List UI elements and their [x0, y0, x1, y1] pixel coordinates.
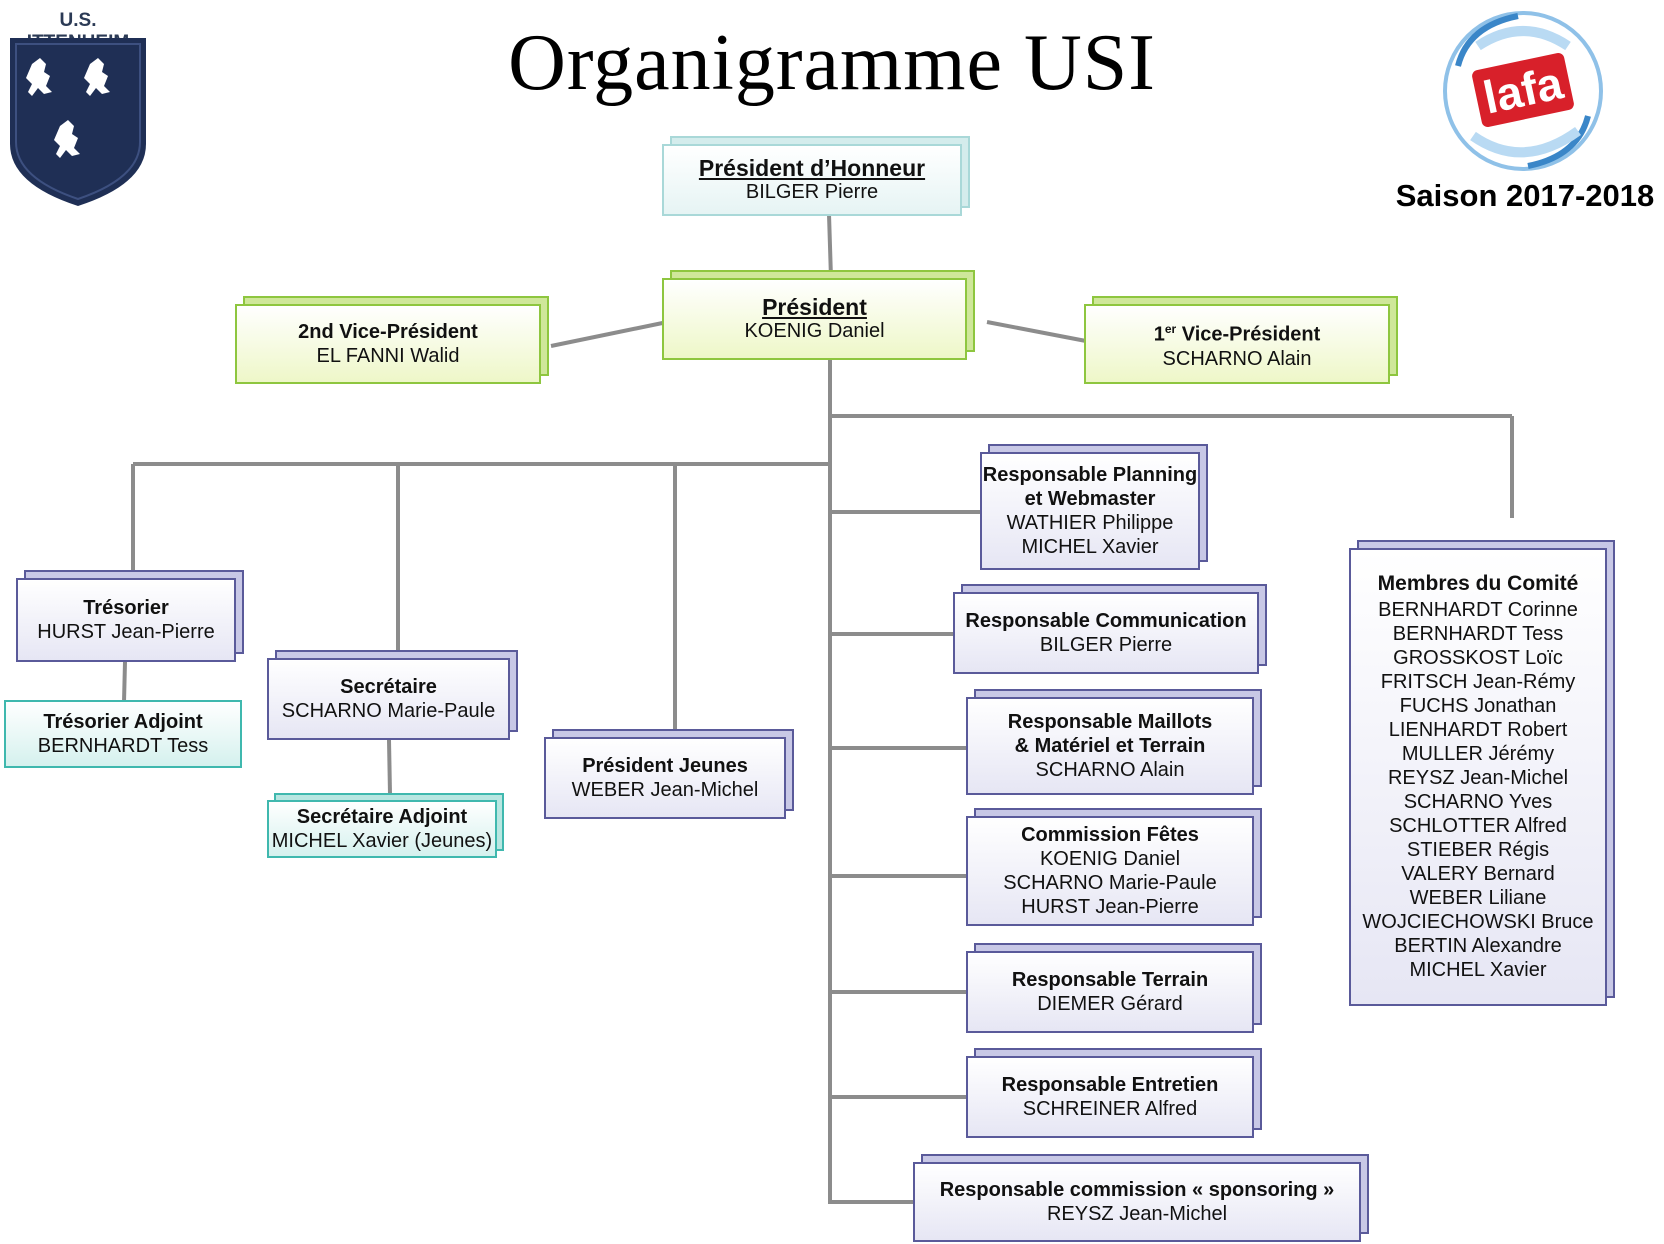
terrain-box: Responsable Terrain DIEMER Gérard	[966, 951, 1254, 1033]
treasurer-box: Trésorier HURST Jean-Pierre	[16, 578, 236, 662]
secretary-adjoint-name: MICHEL Xavier (Jeunes)	[271, 830, 493, 852]
communication-role: Responsable Communication	[965, 610, 1247, 632]
committee-member: FRITSCH Jean-Rémy	[1380, 671, 1576, 693]
club-logo: U.S. ITTENHEIM	[8, 10, 148, 206]
committee-member: VALERY Bernard	[1401, 863, 1555, 885]
terrain-name: DIEMER Gérard	[1037, 993, 1183, 1015]
committee-member: LIENHARDT Robert	[1388, 719, 1568, 741]
terrain-role: Responsable Terrain	[1011, 969, 1209, 991]
committee-member: BERNHARDT Corinne	[1378, 599, 1578, 621]
treasurer-adjoint-role: Trésorier Adjoint	[43, 711, 203, 733]
president-name: KOENIG Daniel	[744, 320, 885, 342]
sponsoring-role: Responsable commission « sponsoring »	[939, 1179, 1335, 1201]
honorary-president-name: BILGER Pierre	[745, 181, 879, 203]
committee-member: MULLER Jérémy	[1401, 743, 1555, 765]
committee-member: WEBER Liliane	[1409, 887, 1547, 909]
president-role: Président	[762, 294, 867, 320]
maillots-name: SCHARNO Alain	[1035, 759, 1185, 781]
entretien-name: SCHREINER Alfred	[1022, 1098, 1198, 1120]
treasurer-adjoint-box: Trésorier Adjoint BERNHARDT Tess	[4, 700, 242, 768]
fetes-name-3: HURST Jean-Pierre	[1021, 896, 1199, 918]
fetes-box: Commission Fêtes KOENIG Daniel SCHARNO M…	[966, 816, 1254, 926]
committee-member: STIEBER Régis	[1406, 839, 1550, 861]
season-label: Saison 2017-2018	[1395, 178, 1655, 213]
entretien-box: Responsable Entretien SCHREINER Alfred	[966, 1056, 1254, 1138]
sponsoring-name: REYSZ Jean-Michel	[1046, 1203, 1228, 1225]
committee-role: Membres du Comité	[1377, 572, 1579, 595]
vice-president-2-name: EL FANNI Walid	[316, 345, 460, 367]
committee-member: BERTIN Alexandre	[1394, 935, 1562, 957]
crest-icon	[10, 38, 146, 206]
committee-member: WOJCIECHOWSKI Bruce	[1362, 911, 1594, 933]
secretary-box: Secrétaire SCHARNO Marie-Paule	[267, 658, 510, 740]
lafa-logo: lafa	[1438, 6, 1608, 176]
fetes-role: Commission Fêtes	[1021, 824, 1199, 846]
planning-box: Responsable Planning et Webmaster WATHIE…	[980, 452, 1200, 570]
youth-president-box: Président Jeunes WEBER Jean-Michel	[544, 737, 786, 819]
fetes-name-1: KOENIG Daniel	[1039, 848, 1181, 870]
committee-member: SCHLOTTER Alfred	[1389, 815, 1567, 837]
page-title: Organigramme USI	[508, 19, 1156, 107]
youth-president-role: Président Jeunes	[582, 755, 748, 777]
committee-member: SCHARNO Yves	[1403, 791, 1553, 813]
planning-name-2: MICHEL Xavier	[1021, 536, 1159, 558]
treasurer-role: Trésorier	[83, 597, 169, 619]
youth-president-name: WEBER Jean-Michel	[571, 779, 759, 801]
vice-president-1-role: 1er Vice-Président	[1153, 322, 1321, 346]
communication-box: Responsable Communication BILGER Pierre	[953, 592, 1259, 674]
vice-president-2-box: 2nd Vice-Président EL FANNI Walid	[235, 304, 541, 384]
secretary-name: SCHARNO Marie-Paule	[281, 700, 496, 722]
secretary-adjoint-role: Secrétaire Adjoint	[296, 806, 468, 828]
committee-member: BERNHARDT Tess	[1392, 623, 1564, 645]
maillots-role-line2: & Matériel et Terrain	[1014, 735, 1206, 757]
fetes-name-2: SCHARNO Marie-Paule	[1003, 872, 1217, 894]
president-box: Président KOENIG Daniel	[662, 278, 967, 360]
sponsoring-box: Responsable commission « sponsoring » RE…	[913, 1162, 1361, 1242]
planning-role-line1: Responsable Planning	[982, 464, 1198, 486]
vice-president-1-box: 1er Vice-Président SCHARNO Alain	[1084, 304, 1390, 384]
committee-member: FUCHS Jonathan	[1399, 695, 1557, 717]
committee-member: GROSSKOST Loïc	[1393, 647, 1563, 669]
planning-role-line2: et Webmaster	[1024, 488, 1156, 510]
maillots-role-line1: Responsable Maillots	[1007, 711, 1213, 733]
committee-member: REYSZ Jean-Michel	[1387, 767, 1569, 789]
vice-president-1-name: SCHARNO Alain	[1162, 347, 1312, 370]
committee-member: MICHEL Xavier	[1409, 959, 1547, 981]
honorary-president-box: Président d’Honneur BILGER Pierre	[662, 144, 962, 216]
entretien-role: Responsable Entretien	[1001, 1074, 1219, 1096]
secretary-role: Secrétaire	[340, 676, 437, 698]
secretary-adjoint-box: Secrétaire Adjoint MICHEL Xavier (Jeunes…	[267, 800, 497, 858]
treasurer-adjoint-name: BERNHARDT Tess	[37, 735, 209, 757]
planning-name-1: WATHIER Philippe	[1006, 512, 1174, 534]
vice-president-2-role: 2nd Vice-Président	[298, 321, 478, 343]
maillots-box: Responsable Maillots & Matériel et Terra…	[966, 697, 1254, 795]
honorary-president-role: Président d’Honneur	[698, 155, 926, 181]
communication-name: BILGER Pierre	[1039, 634, 1173, 656]
lafa-logo-icon: lafa	[1443, 11, 1603, 171]
committee-box: Membres du Comité BERNHARDT Corinne BERN…	[1349, 548, 1607, 1006]
treasurer-name: HURST Jean-Pierre	[37, 621, 215, 643]
